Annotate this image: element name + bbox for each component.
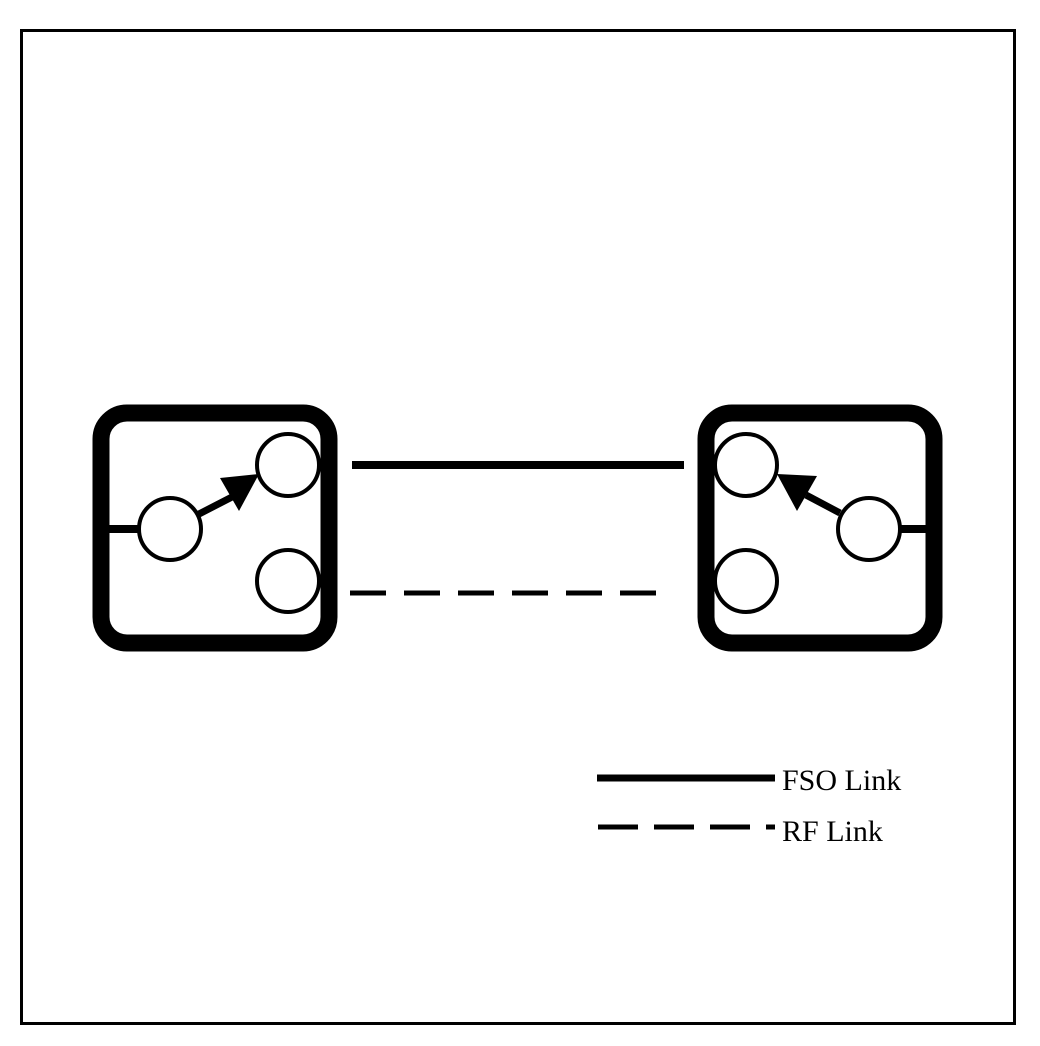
legend: FSO Link RF Link xyxy=(597,764,901,848)
left-upper-port xyxy=(255,432,321,498)
left-input-port xyxy=(137,496,203,562)
right-lower-port xyxy=(713,548,779,614)
right-upper-port xyxy=(713,432,779,498)
right-input-port xyxy=(836,496,902,562)
left-switch-node xyxy=(92,404,338,652)
left-lower-port xyxy=(255,548,321,614)
right-switch-node xyxy=(697,404,943,652)
legend-rf-label: RF Link xyxy=(782,815,883,848)
left-switch-arrow-head xyxy=(220,474,259,511)
right-switch-arrow-shaft xyxy=(804,491,842,517)
left-switch-arrow-shaft xyxy=(197,493,234,518)
legend-fso-label: FSO Link xyxy=(782,764,901,797)
right-switch-arrow-head xyxy=(777,474,817,511)
